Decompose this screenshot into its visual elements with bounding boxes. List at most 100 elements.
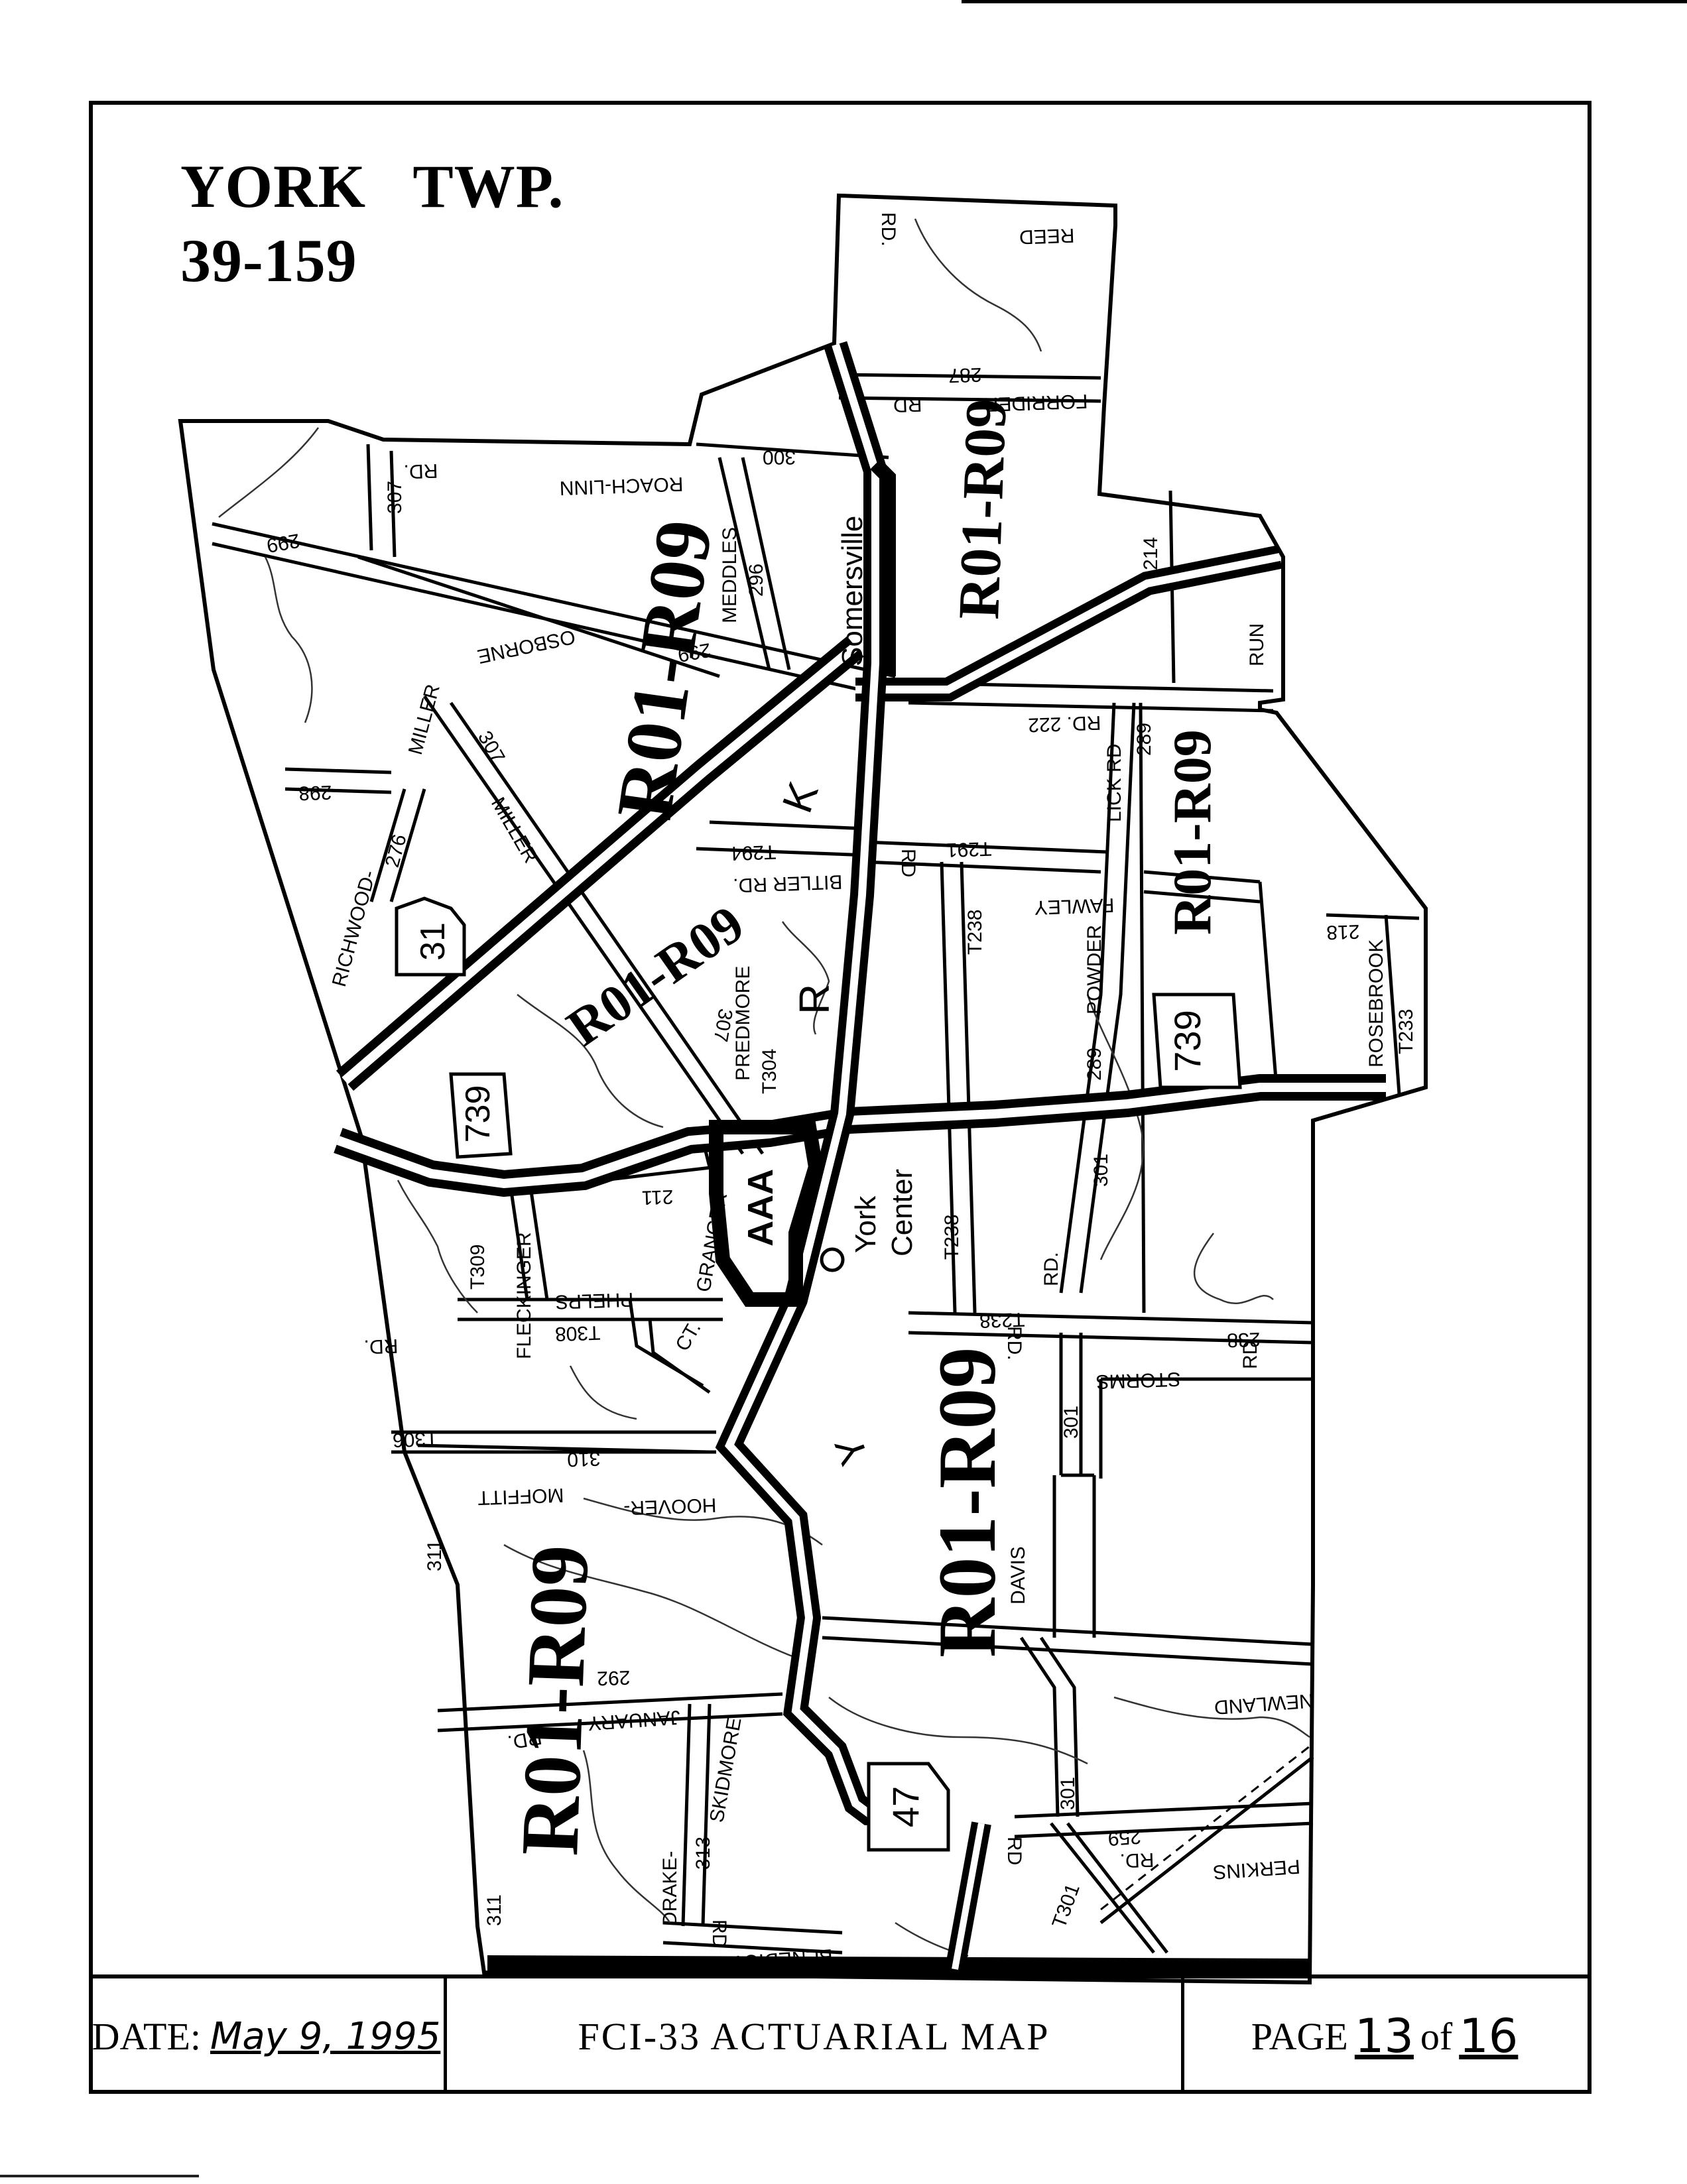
rating-label-southwest: R01-R09	[504, 1544, 605, 1857]
road-label: 311	[424, 1540, 446, 1571]
road-label: 296	[745, 564, 767, 597]
route-shield-47: 47	[867, 1762, 950, 1852]
road-label: STORMS	[1095, 1368, 1181, 1392]
of-label: of	[1420, 2014, 1453, 2058]
road-label: 292	[597, 1666, 631, 1689]
road-label: RD.	[363, 1335, 399, 1358]
road-label: RD.	[1119, 1849, 1155, 1872]
road-label: 214	[1140, 537, 1162, 570]
road-label: 298	[298, 781, 332, 804]
road-label: RD	[708, 1919, 730, 1948]
township-code: 39-159	[180, 227, 357, 294]
road-label: 259	[1107, 1825, 1142, 1849]
road-label: LICK RD	[1103, 744, 1125, 822]
road-label: 218	[1326, 920, 1360, 943]
page-number: 13	[1354, 2009, 1414, 2063]
zone-letter-y: Y	[826, 1431, 877, 1471]
road-label: RD.	[1003, 1326, 1025, 1361]
route-shield-47-label: 47	[885, 1786, 926, 1827]
township-title: YORK TWP. 39-159	[180, 149, 564, 298]
road-label: BITLER RD.	[733, 871, 843, 896]
road-label: 287	[948, 363, 982, 387]
road-label: RD.	[1040, 1252, 1062, 1286]
road-label: 301	[1057, 1777, 1079, 1810]
date-label: DATE:	[92, 2014, 201, 2058]
date-cell: DATE: May 9, 1995	[89, 1978, 447, 2094]
road-label: RD.	[403, 459, 438, 483]
road-label: T233	[1395, 1009, 1417, 1054]
road-label: SKIDMORE	[706, 1716, 745, 1824]
road-label: POWDER	[1084, 925, 1105, 1014]
road-label: 299	[265, 529, 301, 556]
road-label: T308	[554, 1321, 601, 1345]
road-label: 313	[692, 1837, 714, 1870]
bottom-edge-line	[0, 2175, 199, 2177]
route-shield-739-east: 739	[1152, 993, 1242, 1089]
york-center-village	[709, 1120, 824, 1307]
zone-letter-r: R	[790, 984, 838, 1014]
page-total: 16	[1459, 2009, 1519, 2063]
zone-letter-k: K	[773, 776, 827, 819]
road-label: RD.	[877, 212, 899, 247]
township-name: YORK TWP.	[180, 152, 564, 220]
road-label: HOOVER-	[623, 1494, 717, 1519]
road-label: 311	[483, 1894, 505, 1926]
bottom-boundary-line	[487, 1955, 1310, 1977]
rating-label-east: R01-R09	[1162, 729, 1222, 935]
road-label: RD	[893, 393, 922, 416]
map-frame	[89, 101, 1592, 2094]
township-boundary	[178, 193, 1428, 1985]
road-label: MILLER	[487, 794, 542, 867]
route-shield-739-west: 739	[449, 1072, 513, 1159]
road-label: JANUARY	[587, 1706, 680, 1734]
road-label: T306	[392, 1427, 438, 1451]
route-shield-739-west-label: 739	[459, 1085, 497, 1143]
minor-roads	[212, 373, 1420, 1955]
map-title-cell: FCI-33 ACTUARIAL MAP	[447, 1978, 1184, 2094]
road-label: 301	[1090, 1154, 1112, 1187]
road-label: ROSEBROOK	[1365, 940, 1387, 1067]
road-label: 276	[381, 832, 411, 870]
road-label: REED	[1019, 224, 1074, 248]
railroad	[1100, 1742, 1314, 1911]
road-label: 289	[1133, 723, 1155, 756]
road-label: RD	[1239, 1341, 1261, 1369]
road-label: T294	[730, 841, 777, 864]
road-label: 238	[1227, 1328, 1261, 1351]
place-center: Center	[886, 1169, 918, 1256]
road-label: 310	[567, 1447, 601, 1471]
road-label: T238	[979, 1308, 1025, 1331]
york-center-point-icon	[820, 1247, 845, 1272]
road-label: RD	[1003, 1837, 1025, 1865]
route-shield-31: 31	[395, 896, 466, 977]
road-label: FAWLEY	[1034, 894, 1115, 918]
road-label: PHELPS	[554, 1288, 633, 1313]
road-label: ROACH-LINN	[559, 473, 684, 499]
road-label: RD	[897, 849, 919, 877]
road-label: DAVIS	[1007, 1546, 1029, 1605]
road-label: PERKINS	[1212, 1855, 1301, 1883]
road-label: 301	[1060, 1406, 1082, 1439]
zone-letters-aaa: AAA	[741, 1169, 781, 1246]
page-cell: PAGE 13 of 16	[1184, 1978, 1592, 2094]
road-label: MOFFITT	[477, 1484, 564, 1509]
map-footer: DATE: May 9, 1995 FCI-33 ACTUARIAL MAP P…	[89, 1974, 1592, 2094]
road-label: RICHWOOD-	[328, 868, 380, 989]
road-label: DRAKE-	[659, 1851, 681, 1926]
road-label: 211	[641, 1185, 674, 1209]
date-value: May 9, 1995	[210, 2014, 441, 2058]
rating-label-northeast: R01-R09	[947, 398, 1019, 621]
page-label: PAGE	[1251, 2014, 1348, 2058]
road-label: T238	[964, 910, 986, 955]
road-label: T301	[1048, 1881, 1084, 1931]
route-shield-31-label: 31	[414, 922, 452, 961]
road-label: RD. 222	[1028, 711, 1101, 736]
road-label: T304	[759, 1049, 781, 1094]
map-title: FCI-33 ACTUARIAL MAP	[578, 2014, 1050, 2058]
road-label: NEWLAND	[1214, 1689, 1314, 1718]
road-label: FORRIDER	[983, 390, 1088, 415]
route-shield-739-east-label: 739	[1166, 1010, 1208, 1071]
road-label: 300	[763, 446, 796, 468]
road-label: RUN	[1246, 623, 1268, 666]
rating-label-south-central: R01-R09	[922, 1347, 1013, 1658]
